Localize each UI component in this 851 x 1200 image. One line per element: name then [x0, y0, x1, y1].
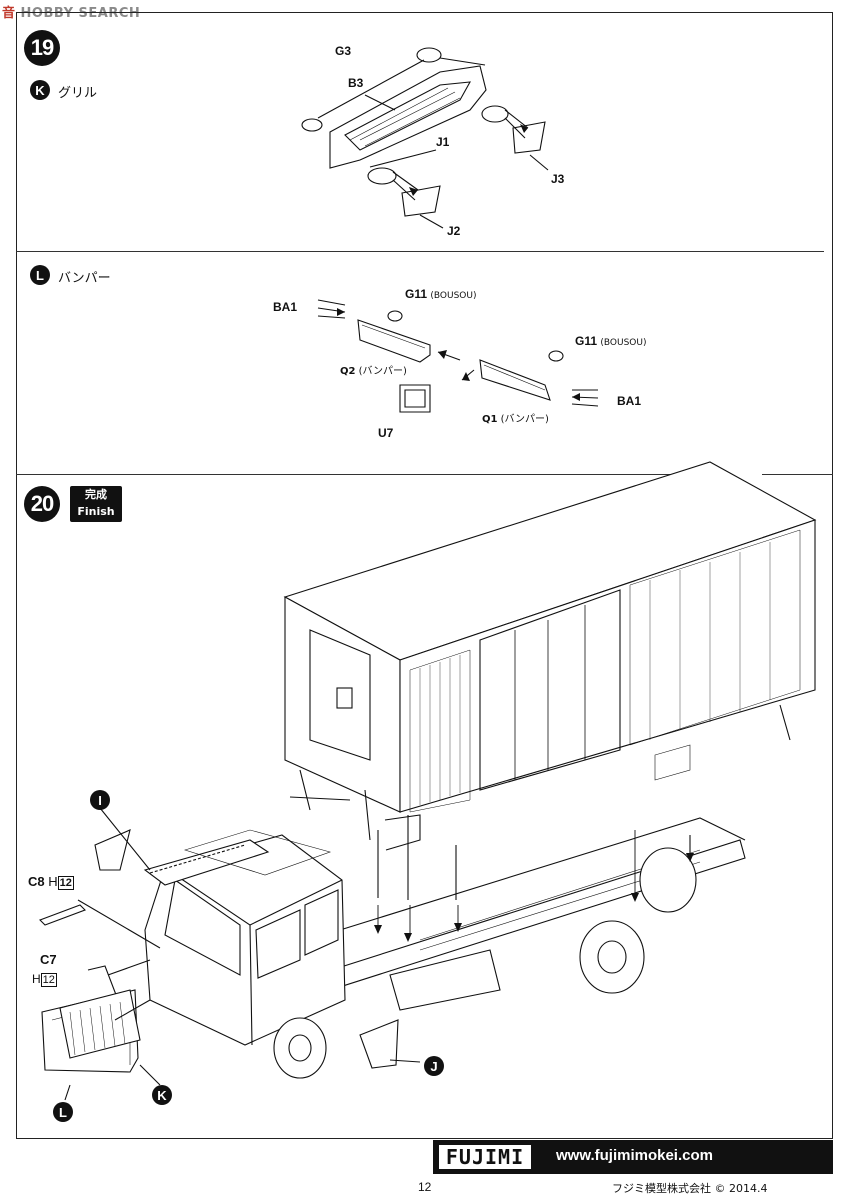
- chassis-drawing: [299, 815, 746, 1011]
- finish-label-jp: 完成: [85, 488, 107, 501]
- copyright: フジミ模型株式会社 © 2014.4: [612, 1182, 768, 1195]
- watermark: 音 HOBBY SEARCH: [2, 6, 141, 21]
- part-label-ba1-right: BA1: [617, 394, 642, 408]
- part-badge-l: L: [53, 1102, 73, 1122]
- part-label-g11-left: G11 (BOUSOU): [405, 287, 477, 301]
- grille-label: グリル: [58, 86, 98, 101]
- part-label-j3: J3: [551, 172, 565, 186]
- grille-drawing: [301, 47, 549, 229]
- cargo-box-drawing: [283, 461, 817, 851]
- page-number: 12: [418, 1180, 432, 1194]
- part-label-j2: J2: [447, 224, 461, 238]
- part-label-g11-right: G11 (BOUSOU): [575, 334, 647, 348]
- part-label-g3: G3: [335, 44, 352, 58]
- part-badge-i: I: [90, 790, 110, 810]
- section-divider: [16, 251, 824, 252]
- part-badge-l: L: [30, 265, 50, 285]
- cab-drawing: [39, 807, 421, 1101]
- part-label-u7: U7: [378, 426, 394, 440]
- part-label-j1: J1: [436, 135, 450, 149]
- bumper-label: バンパー: [58, 271, 111, 286]
- part-label-q1: Q1 (バンパー): [482, 414, 549, 425]
- part-badge-k: K: [152, 1085, 172, 1105]
- part-badge-k: K: [30, 80, 50, 100]
- part-label-ba1-left: BA1: [273, 300, 298, 314]
- step-number: 20: [24, 486, 60, 522]
- part-label-q2: Q2 (バンパー): [340, 366, 407, 377]
- section-divider: [16, 474, 681, 475]
- step-number: 19: [24, 30, 60, 66]
- section-divider: [762, 474, 833, 475]
- brand-logo: FUJIMI: [437, 1143, 533, 1171]
- part-label-c7: C7: [40, 952, 57, 967]
- website-link[interactable]: www.fujimimokei.com: [556, 1147, 713, 1164]
- bumper-drawing: [317, 299, 599, 413]
- finish-label-en: Finish: [77, 505, 115, 518]
- part-label-b3: B3: [348, 76, 364, 90]
- page-frame: [16, 12, 833, 1139]
- part-badge-j: J: [424, 1056, 444, 1076]
- finish-badge: 完成 Finish: [70, 486, 122, 522]
